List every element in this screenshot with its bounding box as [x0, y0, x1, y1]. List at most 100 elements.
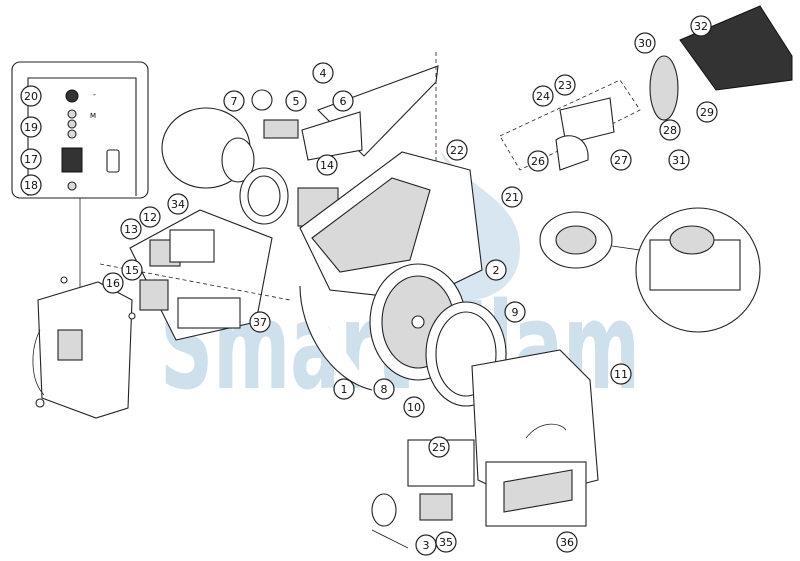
callout-number: 5 [293, 95, 300, 108]
callout-number: 24 [536, 90, 550, 103]
callout-36: 36 [556, 531, 578, 553]
callout-30: 30 [634, 32, 656, 54]
callout-26: 26 [527, 150, 549, 172]
main-switch-icon [61, 147, 83, 173]
housing-cavity [311, 177, 431, 273]
air-damper [263, 52, 439, 300]
callout-number: 18 [24, 179, 38, 192]
callout-circle [120, 218, 142, 240]
callout-number: 7 [231, 95, 238, 108]
flange-bore [555, 225, 597, 255]
callout-circle [696, 101, 718, 123]
fan-motor [161, 89, 289, 225]
callout-circle [249, 311, 271, 333]
callout-circle [139, 206, 161, 228]
callout-circle [527, 150, 549, 172]
callout-number: 6 [340, 95, 347, 108]
callout-5: 5 [285, 90, 307, 112]
gas-elbow [555, 135, 589, 171]
cover-window [57, 329, 83, 361]
connector-fitting [371, 493, 397, 527]
callout-number: 28 [663, 124, 677, 137]
callout-29: 29 [696, 101, 718, 123]
callout-circle [332, 90, 354, 112]
callout-number: 30 [638, 37, 652, 50]
callout-circle [121, 259, 143, 281]
callout-19: 19 [20, 116, 42, 138]
callout-circle [532, 85, 554, 107]
damper-cover [301, 111, 363, 161]
callout-11: 11 [610, 363, 632, 385]
callout-circle [223, 90, 245, 112]
callout-circle [403, 396, 425, 418]
callout-28: 28 [659, 119, 681, 141]
callout-31: 31 [668, 149, 690, 171]
callout-18: 18 [20, 174, 42, 196]
impeller-hub [411, 315, 425, 329]
callout-21: 21 [501, 186, 523, 208]
callout-circle [373, 378, 395, 400]
callout-circle [659, 119, 681, 141]
callout-22: 22 [446, 139, 468, 161]
callout-10: 10 [403, 396, 425, 418]
callout-number: 3 [423, 539, 430, 552]
tube-flange [649, 55, 679, 121]
callout-circle [556, 531, 578, 553]
callout-9: 9 [504, 301, 526, 323]
electrical-panel [99, 209, 291, 341]
callout-37: 37 [249, 311, 271, 333]
pressure-switch [419, 493, 453, 521]
burner-housing [299, 151, 483, 391]
callout-circle [668, 149, 690, 171]
callout-circle [102, 272, 124, 294]
callout-14: 14 [316, 154, 338, 176]
callout-number: 26 [531, 155, 545, 168]
gas-valve-assembly [371, 439, 587, 549]
fuse-icon [67, 181, 77, 191]
callout-circle [316, 154, 338, 176]
cover-handle [32, 329, 45, 396]
housing-skirt [299, 285, 373, 391]
indicator-lamp-icon [67, 109, 77, 119]
callout-number: 27 [614, 154, 628, 167]
callout-17: 17 [20, 148, 42, 170]
terminal-block [139, 279, 169, 311]
callout-7: 7 [223, 90, 245, 112]
callout-number: 13 [124, 223, 138, 236]
panel-dial-icon [65, 89, 79, 103]
terminal-strip [177, 297, 241, 329]
housing-slot [525, 423, 567, 439]
callout-number: 32 [694, 20, 708, 33]
callout-circle [610, 363, 632, 385]
callout-number: 20 [24, 90, 38, 103]
callout-number: 22 [450, 144, 464, 157]
callout-circle [20, 148, 42, 170]
reset-button-icon [106, 149, 120, 173]
callout-number: 9 [512, 306, 519, 319]
callout-circle [285, 90, 307, 112]
callout-20: 20 [20, 85, 42, 107]
callout-circle [312, 62, 334, 84]
callout-number: 23 [558, 79, 572, 92]
control-box [169, 229, 215, 263]
callout-number: 34 [171, 198, 185, 211]
callout-circle [690, 15, 712, 37]
callout-1: 1 [333, 378, 355, 400]
callout-circle [554, 74, 576, 96]
screw-icon [128, 312, 136, 320]
damper-shutter [263, 119, 299, 139]
callout-24: 24 [532, 85, 554, 107]
callout-number: 19 [24, 121, 38, 134]
callout-number: 16 [106, 277, 120, 290]
callout-25: 25 [428, 436, 450, 458]
ignition-bracket [559, 97, 615, 145]
callout-15: 15 [121, 259, 143, 281]
callout-number: 37 [253, 316, 267, 329]
callout-27: 27 [610, 149, 632, 171]
callout-circle [333, 378, 355, 400]
cover-body [37, 281, 133, 419]
callout-32: 32 [690, 15, 712, 37]
blast-cylinder [679, 5, 793, 91]
